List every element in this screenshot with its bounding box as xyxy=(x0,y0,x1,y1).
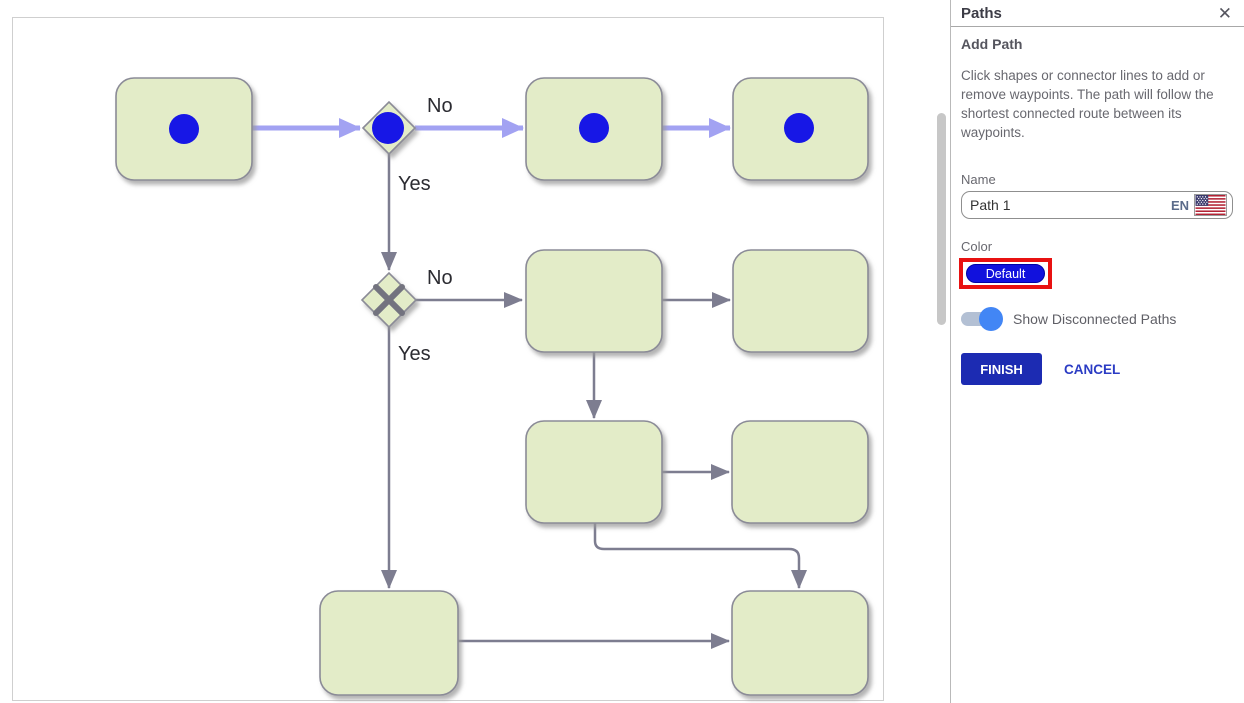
waypoint-dot[interactable] xyxy=(372,112,404,144)
show-disconnected-toggle[interactable] xyxy=(961,307,1003,331)
toggle-label: Show Disconnected Paths xyxy=(1013,311,1177,327)
edge-label-yes: Yes xyxy=(398,343,431,365)
connectors xyxy=(381,154,807,649)
edge-label-yes: Yes xyxy=(398,173,431,195)
waypoint-dot[interactable] xyxy=(169,114,199,144)
language-badge: EN xyxy=(1171,194,1227,216)
default-color-swatch[interactable]: Default xyxy=(966,264,1045,283)
instructions-text: Click shapes or connector lines to add o… xyxy=(961,68,1214,140)
connector-arrow[interactable] xyxy=(593,523,807,589)
cancel-button[interactable]: CANCEL xyxy=(1064,361,1121,377)
panel-title: Paths xyxy=(961,5,1002,22)
paths-panel: Paths ✕ Add Path Click shapes or connect… xyxy=(950,0,1244,703)
waypoint-dot[interactable] xyxy=(784,113,814,143)
section-title: Add Path xyxy=(961,36,1023,52)
waypoint-dot[interactable] xyxy=(579,113,609,143)
panel-header: Paths ✕ xyxy=(951,0,1244,27)
name-label: Name xyxy=(961,172,996,187)
us-flag-icon xyxy=(1194,194,1227,216)
color-field: Color Default xyxy=(959,239,1232,289)
language-code: EN xyxy=(1170,197,1189,213)
task-shape[interactable] xyxy=(319,590,459,696)
shapes xyxy=(115,77,869,696)
name-field-wrap: EN xyxy=(961,191,1233,219)
path-name-input[interactable] xyxy=(961,191,1233,219)
waypoints xyxy=(169,112,814,144)
task-shape[interactable] xyxy=(525,420,663,524)
vertical-scrollbar-thumb[interactable] xyxy=(937,113,946,325)
show-disconnected-row: Show Disconnected Paths xyxy=(961,307,1232,331)
task-shape[interactable] xyxy=(732,249,869,353)
toggle-thumb xyxy=(979,307,1003,331)
close-icon[interactable]: ✕ xyxy=(1217,4,1232,23)
task-shape[interactable] xyxy=(731,420,869,524)
edge-label-no: No xyxy=(427,267,453,289)
flowchart-diagram: No Yes No Yes xyxy=(115,77,869,696)
task-shape[interactable] xyxy=(731,590,869,696)
gateway-x-icon xyxy=(373,284,405,316)
finish-button[interactable]: FINISH xyxy=(961,353,1042,385)
edge-label-no: No xyxy=(427,95,453,117)
action-buttons: FINISH CANCEL xyxy=(961,353,1232,385)
task-shape[interactable] xyxy=(525,249,663,353)
color-label: Color xyxy=(961,239,993,254)
annotation-highlight-box: Default xyxy=(959,258,1052,289)
panel-body: Add Path Click shapes or connector lines… xyxy=(951,27,1244,385)
